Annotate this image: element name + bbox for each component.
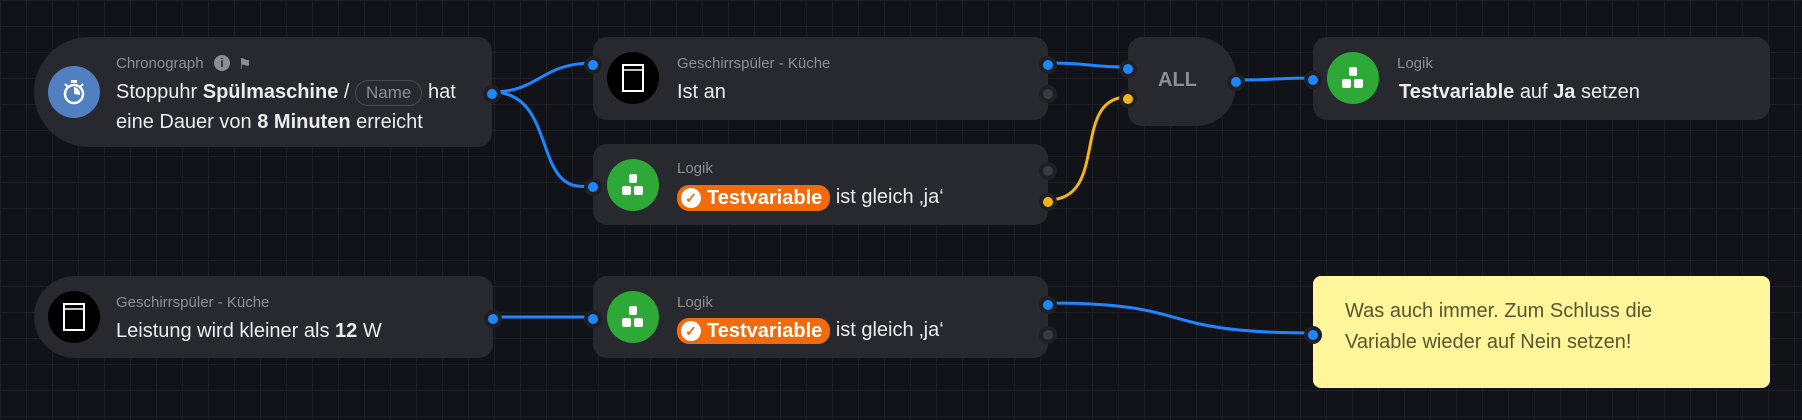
node-category: Logik <box>1397 55 1433 72</box>
output-port[interactable] <box>484 310 502 328</box>
chronograph-trigger-node[interactable]: Chronograph i ⚑ Stoppuhr Spülmaschine / … <box>34 37 501 147</box>
input-port[interactable] <box>1304 326 1322 344</box>
node-category: Logik <box>677 294 713 311</box>
variable-chip[interactable]: ✓ Testvariable <box>677 317 831 344</box>
node-description: ✓ Testvariable ist gleich ‚ja‘ <box>677 315 944 345</box>
input-port-2[interactable] <box>1119 90 1137 108</box>
check-icon: ✓ <box>681 187 701 208</box>
stopwatch-icon <box>48 66 100 118</box>
text: ist gleich ‚ja‘ <box>835 319 944 341</box>
logic-icon <box>1327 52 1379 104</box>
check-icon: ✓ <box>681 320 701 341</box>
dishwasher-icon <box>48 291 100 343</box>
tag-icon[interactable]: ⚑ <box>238 56 252 73</box>
all-label: ALL <box>1158 69 1197 91</box>
output-port-true[interactable] <box>1039 296 1057 314</box>
node-description: Leistung wird kleiner als 12 W <box>116 316 382 346</box>
node-description: Testvariable auf Ja setzen <box>1399 77 1640 107</box>
input-port[interactable] <box>584 310 602 328</box>
output-port[interactable] <box>1227 73 1245 91</box>
output-port[interactable] <box>483 85 501 103</box>
logic-condition-node[interactable]: Logik ✓ Testvariable ist gleich ‚ja‘ <box>584 144 1057 225</box>
logic-icon <box>607 159 659 211</box>
node-category: Geschirrspüler - Küche <box>677 55 831 72</box>
wire-chrono-to-logic <box>491 90 594 188</box>
info-icon[interactable]: i <box>214 55 230 71</box>
name-input[interactable]: Name <box>355 79 423 106</box>
wire-dishwasher-to-all <box>1047 61 1129 69</box>
node-category: Chronograph <box>116 55 204 72</box>
node-description: Ist an <box>677 81 726 103</box>
set-variable-node[interactable]: Logik Testvariable auf Ja setzen <box>1304 37 1770 120</box>
text: hat <box>427 81 456 103</box>
output-port-true[interactable] <box>1039 56 1057 74</box>
variable-name: Testvariable <box>707 186 823 209</box>
dishwasher-icon <box>607 52 659 104</box>
note-line: Variable wieder auf Nein setzen! <box>1345 331 1632 353</box>
logic-icon <box>607 291 659 343</box>
wire-logic-to-note <box>1047 301 1314 335</box>
duration-value[interactable]: 8 <box>257 111 269 133</box>
text: eine Dauer von <box>116 111 252 133</box>
node-category: Geschirrspüler - Küche <box>116 294 270 311</box>
output-port-false[interactable] <box>1039 85 1057 103</box>
node-description: Stoppuhr Spülmaschine / Name hat eine Da… <box>116 77 476 137</box>
note-line: Was auch immer. Zum Schluss die <box>1345 300 1653 322</box>
device-name: Spülmaschine <box>202 81 339 103</box>
node-category: Logik <box>677 160 713 177</box>
text: Stoppuhr <box>116 81 198 103</box>
variable-name: Testvariable <box>707 319 823 342</box>
variable-chip[interactable]: ✓ Testvariable <box>677 184 831 211</box>
variable-name[interactable]: Testvariable <box>1399 81 1515 103</box>
wire-all-to-set <box>1235 76 1314 82</box>
duration-unit[interactable]: Minuten <box>273 111 351 133</box>
node-description: ✓ Testvariable ist gleich ‚ja‘ <box>677 182 944 212</box>
power-unit: W <box>362 320 382 342</box>
variable-value[interactable]: Ja <box>1553 81 1576 103</box>
text: setzen <box>1581 81 1640 103</box>
output-port-false[interactable] <box>1039 326 1057 344</box>
wire-chrono-to-dishwasher <box>491 61 594 94</box>
text: auf <box>1519 81 1548 103</box>
all-gate-node[interactable]: ALL <box>1119 37 1245 126</box>
power-value[interactable]: 12 <box>335 320 358 342</box>
text: Leistung wird kleiner als <box>116 320 330 342</box>
input-port-1[interactable] <box>1119 60 1137 78</box>
comment-note[interactable]: Was auch immer. Zum Schluss die Variable… <box>1304 276 1770 388</box>
dishwasher-on-node[interactable]: Geschirrspüler - Küche Ist an <box>584 37 1057 120</box>
logic-condition-node[interactable]: Logik ✓ Testvariable ist gleich ‚ja‘ <box>584 276 1057 358</box>
dishwasher-power-node[interactable]: Geschirrspüler - Küche Leistung wird kle… <box>34 276 502 358</box>
text: erreicht <box>356 111 423 133</box>
wire-logic-to-all <box>1047 95 1129 202</box>
text: / <box>343 81 350 103</box>
output-port-true[interactable] <box>1039 162 1057 180</box>
input-port[interactable] <box>1304 71 1322 89</box>
text: ist gleich ‚ja‘ <box>835 186 944 208</box>
output-port-false[interactable] <box>1039 193 1057 211</box>
input-port[interactable] <box>584 178 602 196</box>
input-port[interactable] <box>584 56 602 74</box>
